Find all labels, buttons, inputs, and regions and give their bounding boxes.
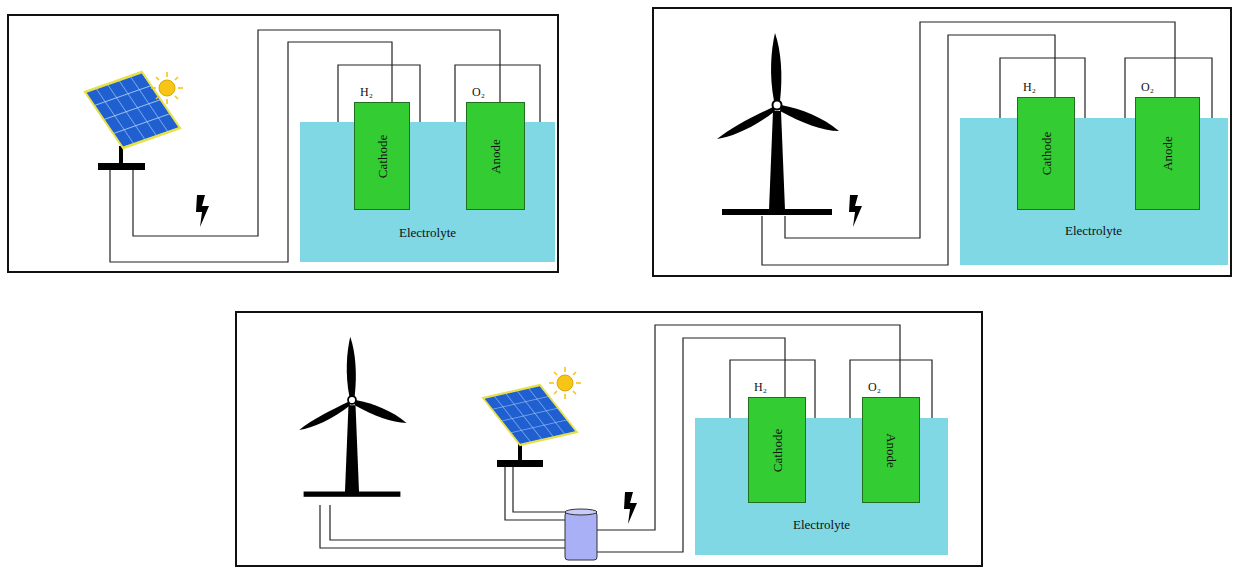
electrode-label: Cathode <box>376 135 389 178</box>
gas-label: H₂ <box>1023 81 1036 93</box>
electrode-plate: O₂Anode <box>1135 97 1200 210</box>
electrode-label: Cathode <box>771 429 784 472</box>
electrode-plate: O₂Anode <box>862 397 920 503</box>
electrode-label: Anode <box>1161 136 1174 171</box>
gas-label: H₂ <box>754 381 767 393</box>
electrode-plate: O₂Anode <box>466 102 525 210</box>
electrolyte-bath: ElectrolyteH₂CathodeO₂Anode <box>960 118 1228 265</box>
electrode-plate: H₂Cathode <box>1017 97 1075 210</box>
electrode-plate: H₂Cathode <box>354 102 410 210</box>
electrolyte-bath: ElectrolyteH₂CathodeO₂Anode <box>695 418 948 555</box>
gas-label: O₂ <box>1141 81 1154 93</box>
electrode-label: Cathode <box>1040 132 1053 175</box>
electrolyte-label: Electrolyte <box>1065 224 1122 237</box>
electrolyte-label: Electrolyte <box>793 518 850 531</box>
electrode-label: Anode <box>885 433 898 468</box>
electrolyte-bath: ElectrolyteH₂CathodeO₂Anode <box>300 122 555 262</box>
gas-label: O₂ <box>472 86 485 98</box>
electrolyte-label: Electrolyte <box>399 226 456 239</box>
electrode-label: Anode <box>489 139 502 174</box>
gas-label: H₂ <box>360 86 373 98</box>
electrode-plate: H₂Cathode <box>748 397 806 503</box>
gas-label: O₂ <box>868 381 881 393</box>
